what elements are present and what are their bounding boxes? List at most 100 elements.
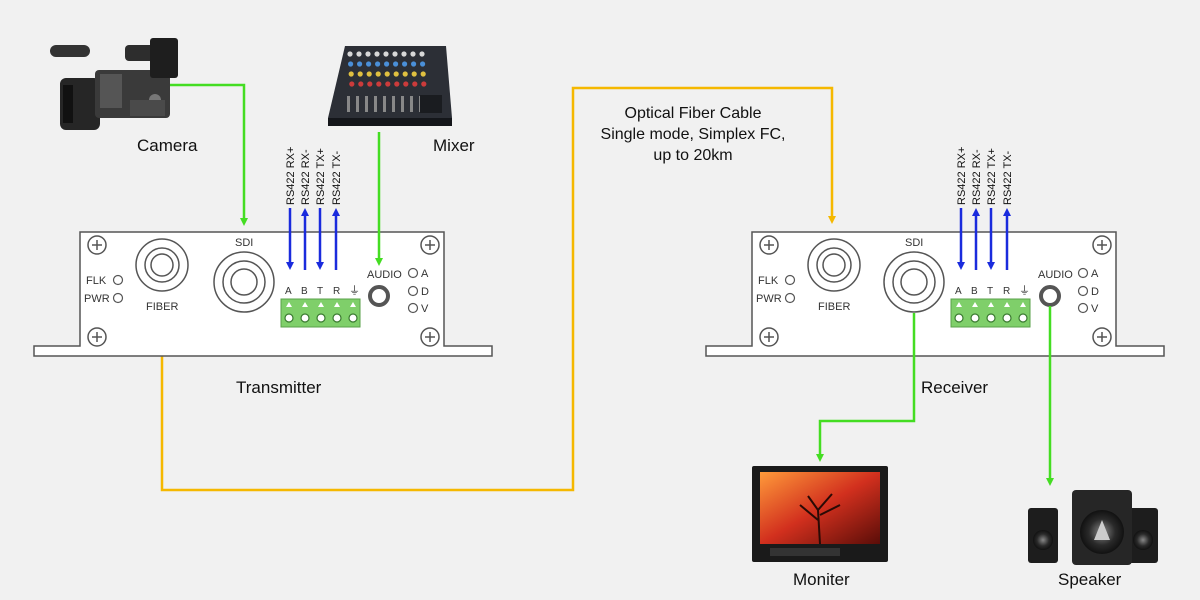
mixer-image [328, 46, 452, 126]
terminal-b-label-rx: B [971, 286, 978, 297]
tx-rs422-tx-minus-label: RS422 TX- [331, 150, 343, 205]
rs422-arrows [286, 208, 1011, 270]
cable-note-line-1: Optical Fiber Cable [624, 105, 762, 122]
mixer-fader [374, 96, 377, 112]
speaker-image [1028, 490, 1158, 565]
mixer-knob [383, 51, 389, 57]
transmitter-panel: FLK PWR FIBER SDI AUDIO A D V A B T R ⏚ [33, 231, 493, 357]
speaker-label: Speaker [1058, 570, 1122, 589]
terminal-ground-label-rx: ⏚ [1019, 284, 1030, 297]
mixer-knob [366, 71, 372, 77]
terminal-r-label-rx: R [1003, 286, 1010, 297]
cable-note-line-3: up to 20km [653, 147, 733, 164]
pwr-label: PWR [84, 293, 110, 305]
mixer-knob [358, 81, 364, 87]
monitor-image [752, 466, 888, 562]
mixer-knob [365, 51, 371, 57]
camera-to-sdi-link [170, 83, 248, 226]
mixer-knob [376, 81, 382, 87]
mixer-knob [421, 81, 427, 87]
mixer-fader [356, 96, 359, 112]
transmitter-label: Transmitter [236, 378, 322, 397]
mixer-fader [347, 96, 350, 112]
fiber-cable-note: Optical Fiber Cable Single mode, Simplex… [578, 103, 808, 166]
terminal-t-label: T [317, 286, 323, 297]
rs422-labels: RS422 RX+ RS422 RX- RS422 TX+ RS422 TX- … [285, 147, 1014, 205]
mixer-knob [375, 61, 381, 67]
mixer-knob [401, 51, 407, 57]
fiber-port-label: FIBER [146, 301, 178, 313]
indicator-a-label-rx: A [1091, 268, 1099, 280]
tx-rs422-tx-plus-label: RS422 TX+ [315, 148, 327, 205]
mixer-knob [348, 61, 354, 67]
mixer-knob [357, 61, 363, 67]
indicator-a-label: A [421, 268, 429, 280]
fiber-cable [160, 86, 836, 492]
mixer-knob [347, 51, 353, 57]
mixer-knob [384, 71, 390, 77]
camera-label: Camera [137, 136, 198, 155]
mixer-label: Mixer [433, 136, 475, 155]
mixer-knob [367, 81, 373, 87]
mixer-knob [411, 71, 417, 77]
mixer-knob [393, 61, 399, 67]
cable-note-line-2: Single mode, Simplex FC, [600, 126, 786, 143]
mixer-knob [374, 51, 380, 57]
mixer-knob [375, 71, 381, 77]
mixer-knob [392, 51, 398, 57]
terminal-b-label: B [301, 286, 308, 297]
indicator-v-label-rx: V [1091, 303, 1099, 315]
monitor-label: Moniter [793, 570, 850, 589]
mixer-knob [402, 71, 408, 77]
mixer-knob [420, 71, 426, 77]
tx-rs422-rx-plus-label: RS422 RX+ [285, 147, 297, 205]
mixer-knob [356, 51, 362, 57]
mixer-knob [366, 61, 372, 67]
mixer-knob [410, 51, 416, 57]
audio-port-label: AUDIO [367, 269, 402, 281]
terminal-t-label-rx: T [987, 286, 993, 297]
mixer-fader [383, 96, 386, 112]
terminal-screws-rx [954, 302, 1028, 323]
mixer-knob [403, 81, 409, 87]
rx-rs422-tx-plus-label: RS422 TX+ [986, 148, 998, 205]
terminal-a-label-rx: A [955, 286, 962, 297]
mixer-fader [410, 96, 413, 112]
rx-rs422-rx-plus-label: RS422 RX+ [956, 147, 968, 205]
mixer-fader [392, 96, 395, 112]
terminal-screws [284, 302, 358, 323]
camera-image [50, 38, 178, 130]
fiber-port-label-rx: FIBER [818, 301, 850, 313]
terminal-ground-label: ⏚ [349, 284, 360, 297]
receiver-label: Receiver [921, 378, 989, 397]
mixer-knob [411, 61, 417, 67]
mixer-fader [401, 96, 404, 112]
sdi-port-label-rx: SDI [905, 237, 923, 249]
video-audio-links [170, 83, 1054, 486]
flk-label-rx: FLK [758, 275, 779, 287]
mixer-knob [412, 81, 418, 87]
receiver-panel: FLK PWR FIBER SDI AUDIO A D V A B T R ⏚ [705, 231, 1165, 357]
indicator-v-label: V [421, 303, 429, 315]
sdi-port-label: SDI [235, 237, 253, 249]
mixer-fader [365, 96, 368, 112]
terminal-r-label: R [333, 286, 340, 297]
mixer-knob [385, 81, 391, 87]
rx-rs422-tx-minus-label: RS422 TX- [1002, 150, 1014, 205]
mixer-knob [357, 71, 363, 77]
sdi-to-monitor-link [816, 313, 916, 462]
flk-label: FLK [86, 275, 107, 287]
tx-rs422-rx-minus-label: RS422 RX- [300, 149, 312, 205]
indicator-d-label: D [421, 286, 429, 298]
mixer-knob [348, 71, 354, 77]
mixer-knob [393, 71, 399, 77]
mixer-knob [420, 61, 426, 67]
mixer-knob [394, 81, 400, 87]
rx-rs422-rx-minus-label: RS422 RX- [971, 149, 983, 205]
indicator-d-label-rx: D [1091, 286, 1099, 298]
mixer-knob [419, 51, 425, 57]
mixer-knob [384, 61, 390, 67]
mixer-knob [402, 61, 408, 67]
pwr-label-rx: PWR [756, 293, 782, 305]
